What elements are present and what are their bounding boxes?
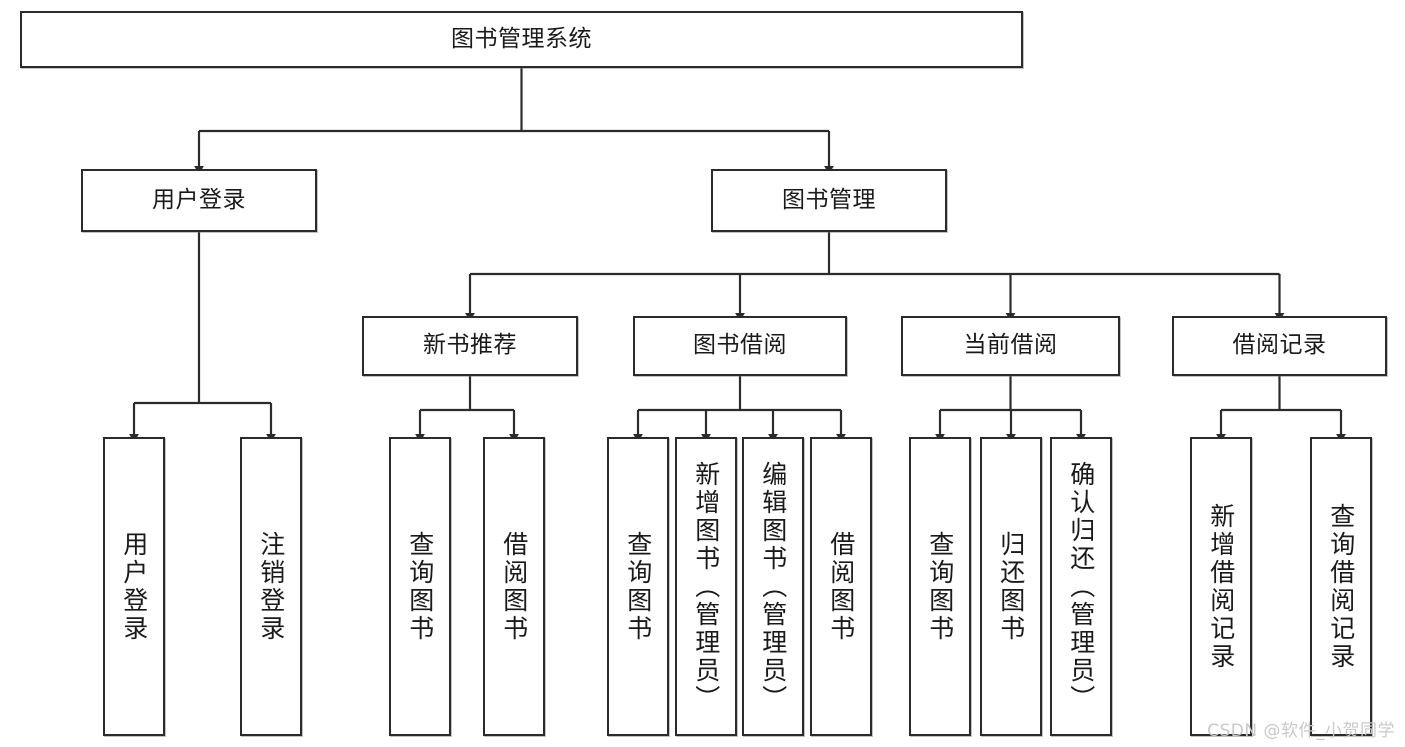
node-leaf-re-add[interactable]: 新增借阅记录 [1190, 437, 1252, 736]
node-label: 查询借阅记录 [1326, 502, 1356, 671]
node-label: 确认归还（管理员） [1066, 460, 1096, 713]
node-label: 借阅图书 [499, 530, 529, 643]
node-label: 查询图书 [925, 530, 955, 643]
node-root[interactable]: 图书管理系统 [20, 11, 1023, 68]
node-label: 用户登录 [152, 186, 246, 213]
node-leaf-bo-borrow[interactable]: 借阅图书 [810, 437, 872, 736]
node-borrow[interactable]: 图书借阅 [633, 316, 847, 376]
node-leaf-cu-query[interactable]: 查询图书 [909, 437, 971, 736]
node-label: 用户登录 [119, 530, 149, 643]
node-leaf-bo-add[interactable]: 新增图书（管理员） [675, 437, 737, 736]
node-leaf-cu-confirm[interactable]: 确认归还（管理员） [1050, 437, 1112, 736]
node-leaf-re-query[interactable]: 查询借阅记录 [1310, 437, 1372, 736]
node-records[interactable]: 借阅记录 [1172, 316, 1387, 376]
node-label: 归还图书 [996, 530, 1026, 643]
node-newbook[interactable]: 新书推荐 [362, 316, 578, 376]
node-label: 图书管理 [782, 186, 876, 213]
node-label: 当前借阅 [963, 332, 1058, 359]
node-leaf-user-login[interactable]: 用户登录 [103, 437, 165, 736]
node-login[interactable]: 用户登录 [81, 169, 317, 232]
node-label: 编辑图书（管理员） [758, 460, 788, 713]
node-label: 注销登录 [256, 530, 286, 643]
node-label: 查询图书 [623, 530, 653, 643]
node-leaf-user-logout[interactable]: 注销登录 [240, 437, 302, 736]
node-label: 新增图书（管理员） [691, 460, 721, 713]
node-label: 新增借阅记录 [1206, 502, 1236, 671]
node-label: 图书借阅 [693, 332, 787, 359]
node-label: 借阅图书 [826, 530, 856, 643]
node-leaf-nb-query[interactable]: 查询图书 [389, 437, 451, 736]
node-current[interactable]: 当前借阅 [901, 316, 1120, 376]
csdn-watermark: CSDN @软件_小贺同学 [1207, 721, 1395, 741]
node-label: 查询图书 [405, 530, 435, 643]
node-leaf-bo-query[interactable]: 查询图书 [607, 437, 669, 736]
node-label: 借阅记录 [1232, 332, 1327, 359]
node-bookmgmt[interactable]: 图书管理 [711, 169, 947, 232]
edge-path-group [129, 68, 1346, 443]
node-leaf-bo-edit[interactable]: 编辑图书（管理员） [742, 437, 804, 736]
node-leaf-cu-return[interactable]: 归还图书 [980, 437, 1042, 736]
node-label: 新书推荐 [423, 332, 517, 359]
node-label: 图书管理系统 [451, 25, 592, 52]
node-leaf-nb-borrow[interactable]: 借阅图书 [483, 437, 545, 736]
